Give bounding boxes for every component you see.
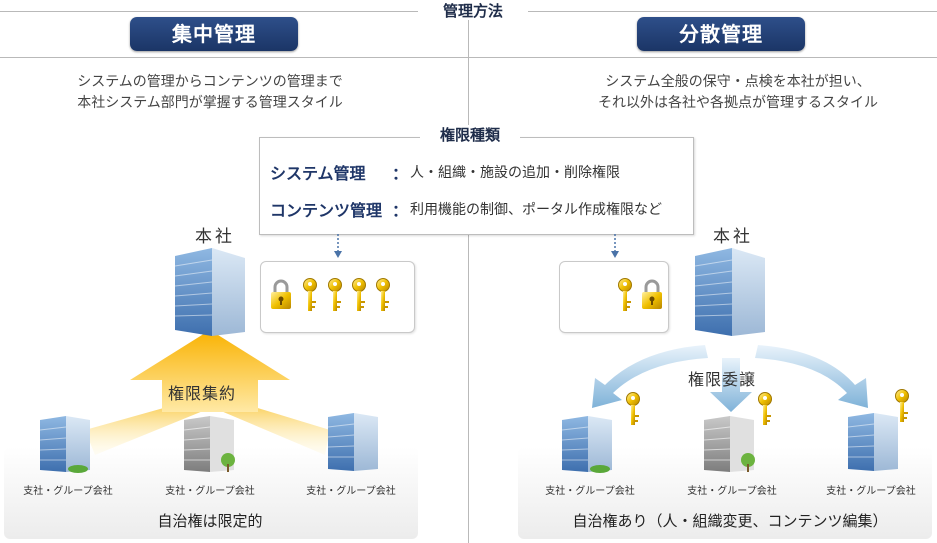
centralized-branch-label-3: 支社・グループ会社 [306,486,396,497]
centralized-hq-label: 本社 [195,227,235,247]
distributed-branch-label-3: 支社・グループ会社 [826,486,916,497]
centralized-branch-label-2: 支社・グループ会社 [165,486,255,497]
centralized-bottom-label: 自治権は限定的 [157,512,263,530]
key-icon-right-3 [895,389,909,422]
auth-label-content: コンテンツ管理 [270,201,383,220]
building-icon-right-branch-1 [561,416,612,473]
centralized-flow-label: 権限集約 [168,384,237,403]
dashed-arrow-icon-right [611,234,619,258]
centralized-desc: システムの管理からコンテンツの管理まで 本社システム部門が掌握する管理スタイル [20,72,400,114]
key-icon-left-3 [352,278,366,311]
building-icon-right-branch-3 [847,413,898,471]
auth-sep-system: ： [392,164,409,183]
auth-sep-content: ： [392,201,409,220]
header-rule-left [0,11,418,12]
building-icon-left-hq [174,248,245,336]
auth-text-content: 利用機能の制御、ポータル作成権限など [410,202,662,218]
authority-title: 権限種類 [420,125,520,145]
building-icon-left-branch-1 [39,416,90,473]
distributed-pill: 分散管理 [637,17,805,51]
key-icon-left-2 [328,278,342,311]
centralized-desc-line2: 本社システム部門が掌握する管理スタイル [77,95,343,111]
centralized-pill: 集中管理 [130,17,298,51]
key-icon-left-4 [376,278,390,311]
distributed-desc-line1: システム全般の保守・点検を本社が担い、 [605,74,871,90]
distributed-hq-label: 本社 [713,227,753,247]
distributed-desc-line2: それ以外は各社や各拠点が管理するスタイル [598,95,878,111]
building-icon-right-hq [694,248,765,336]
dashed-arrow-icon-left [334,234,342,258]
padlock-icon-left [271,279,291,309]
key-icon-right-2 [758,392,772,425]
key-icon-left-1 [303,278,317,311]
auth-text-system: 人・組織・施設の追加・削除権限 [410,165,620,181]
center-divider [468,20,469,543]
distributed-branch-label-2: 支社・グループ会社 [687,486,777,497]
building-icon-left-branch-2 [183,416,235,472]
distributed-branch-label-1: 支社・グループ会社 [545,486,635,497]
distributed-bottom-label: 自治権あり（人・組織変更、コンテンツ編集） [572,512,888,530]
key-icon-right-box [618,278,632,311]
building-icon-right-branch-2 [703,416,755,472]
key-icon-right-1 [626,392,640,425]
header-rule-right [528,11,937,12]
distributed-desc: システム全般の保守・点検を本社が担い、 それ以外は各社や各拠点が管理するスタイル [548,72,928,114]
page-title: 管理方法 [442,2,503,20]
building-icon-left-branch-3 [327,413,378,471]
centralized-branch-label-1: 支社・グループ会社 [23,486,113,497]
auth-label-system: システム管理 [270,164,366,183]
distributed-flow-label: 権限委譲 [688,370,757,389]
centralized-desc-line1: システムの管理からコンテンツの管理まで [77,74,343,90]
padlock-icon-right [642,279,662,309]
authority-box: システム管理 ： 人・組織・施設の追加・削除権限 コンテンツ管理 ： 利用機能の… [259,137,694,235]
